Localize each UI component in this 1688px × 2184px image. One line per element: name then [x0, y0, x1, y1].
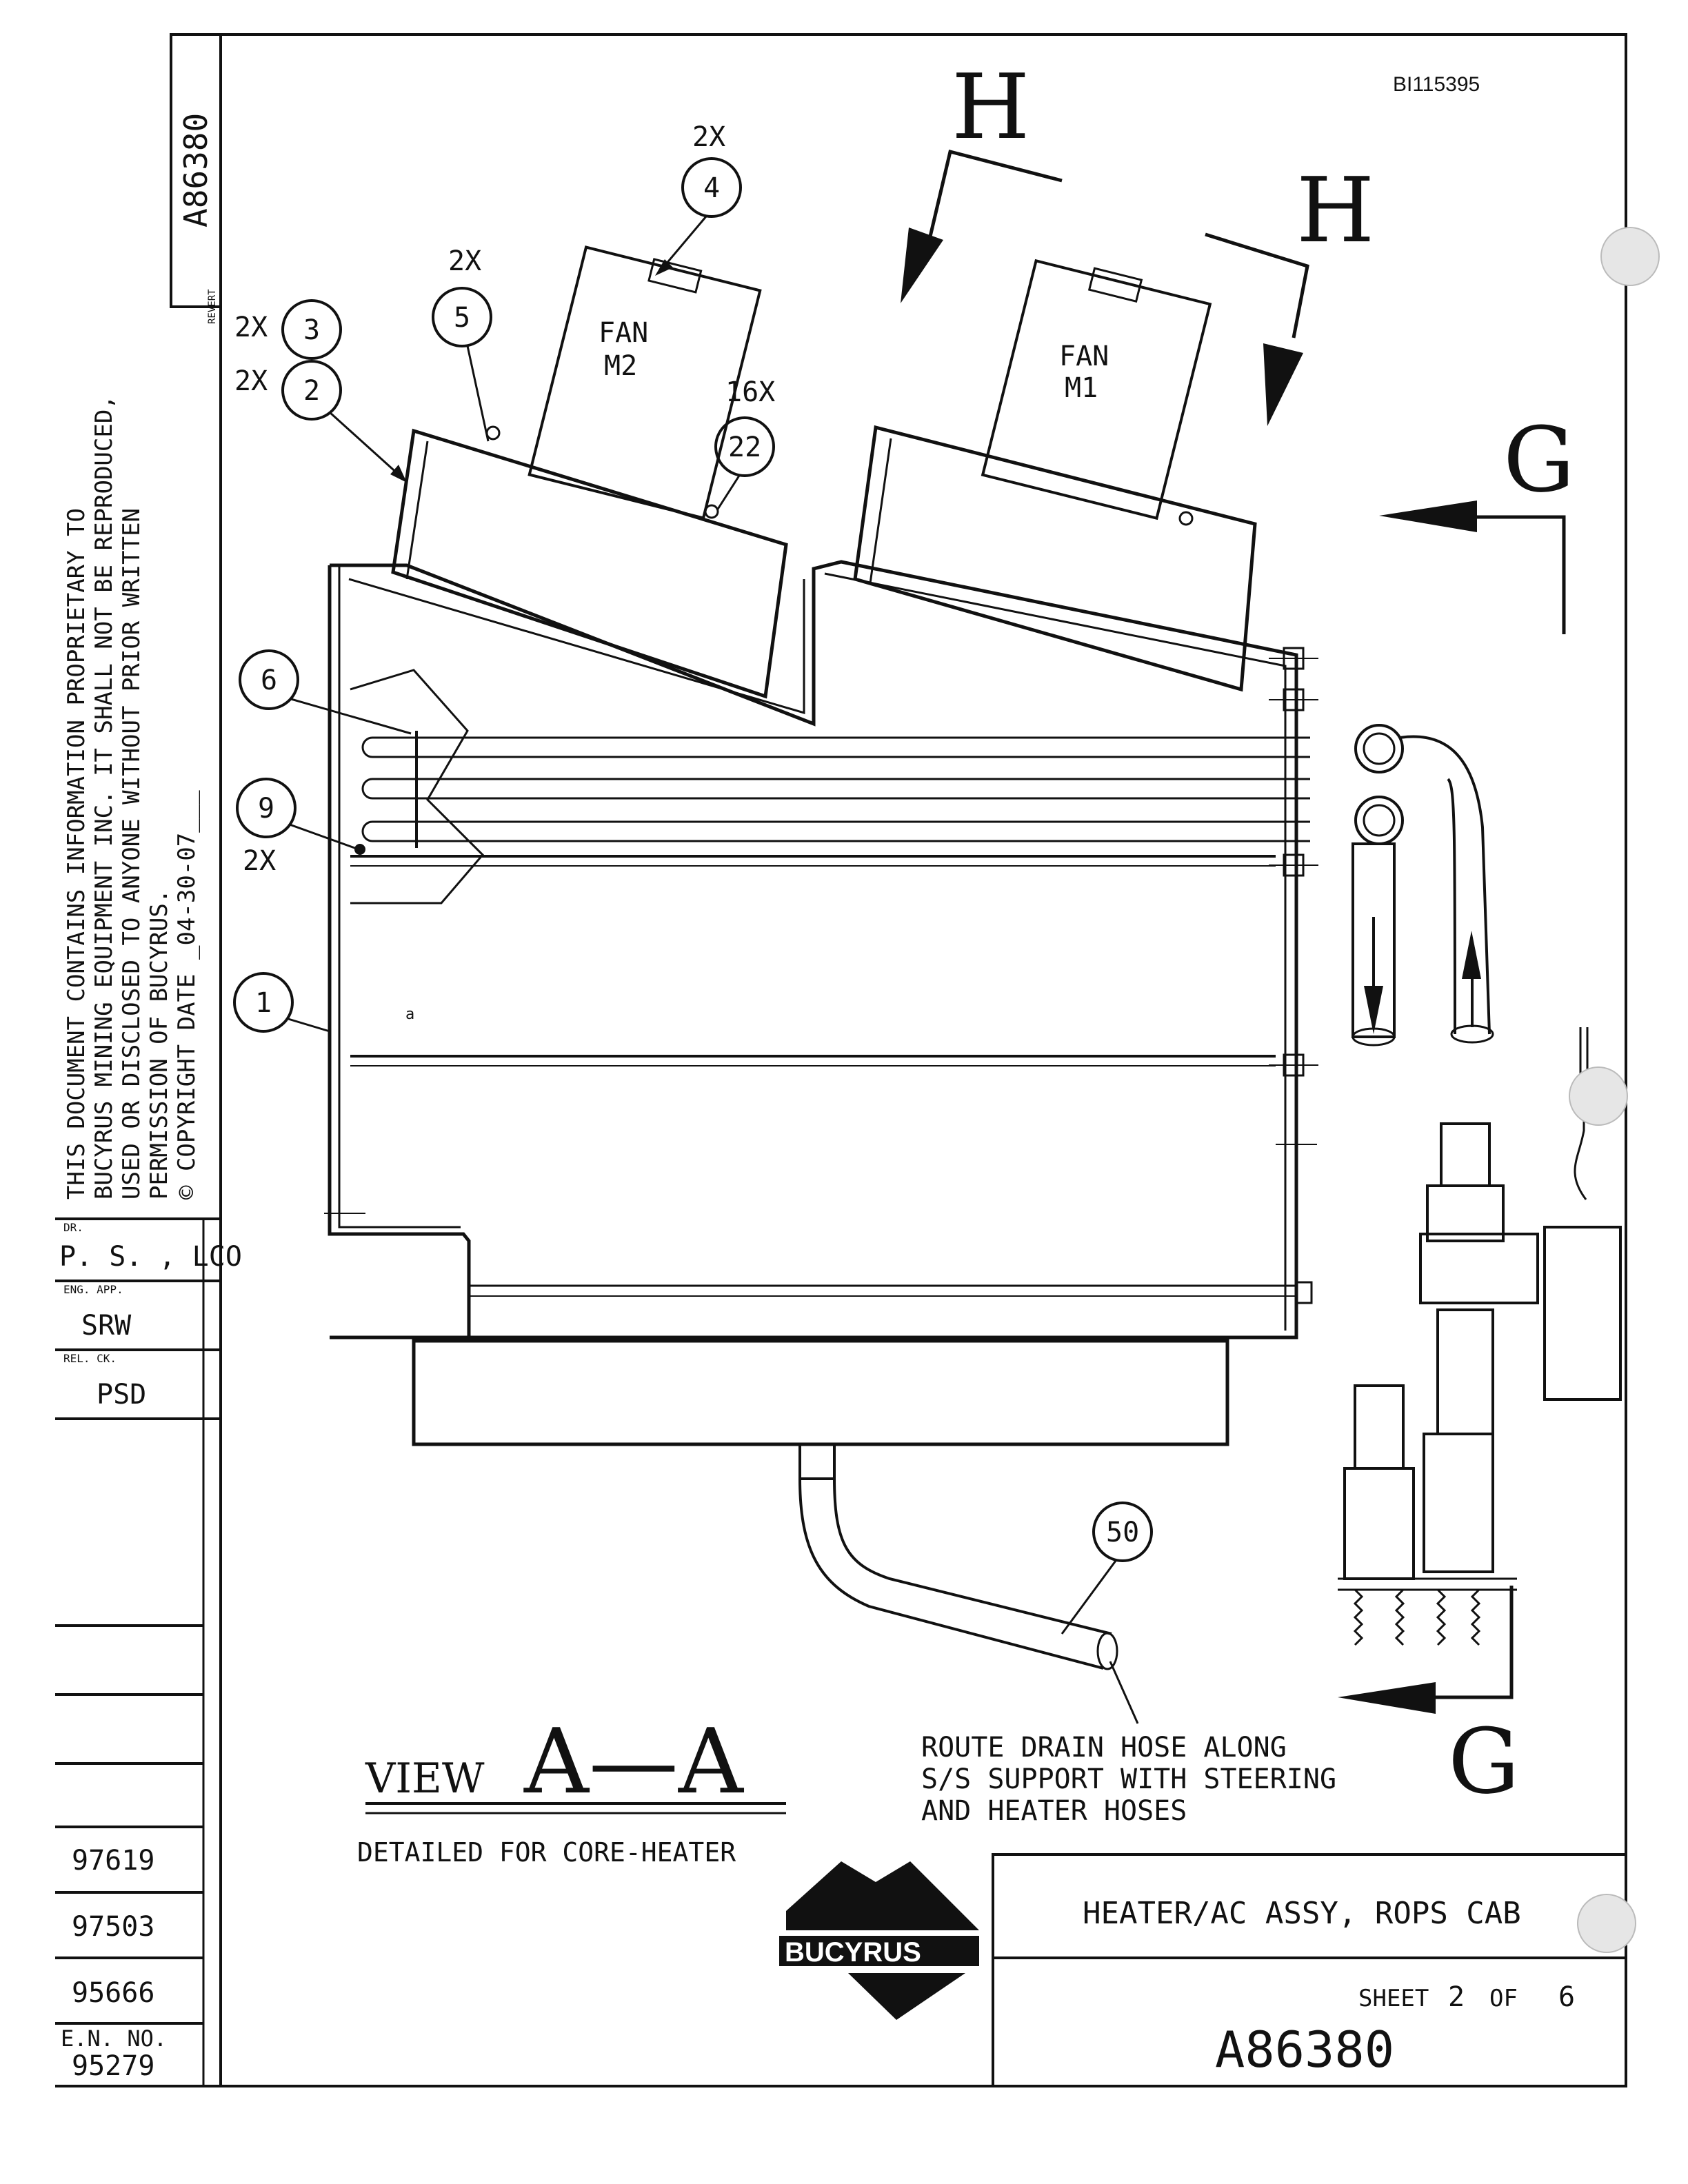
svg-text:2X: 2X: [243, 845, 276, 877]
rel-ck-label: REL. CK.: [63, 1352, 117, 1365]
svg-text:BUCYRUS MINING EQUIPMENT INC.: BUCYRUS MINING EQUIPMENT INC. IT SHALL N…: [90, 395, 118, 1200]
svg-text:S/S SUPPORT WITH STEERING: S/S SUPPORT WITH STEERING: [921, 1763, 1336, 1795]
dr-label: DR.: [63, 1221, 83, 1234]
svg-text:5: 5: [454, 302, 470, 334]
title-text: HEATER/AC ASSY, ROPS CAB: [1083, 1896, 1521, 1931]
section-markers: H H G G: [901, 54, 1575, 1814]
title-drawing-number: A86380: [1215, 2021, 1394, 2079]
svg-text:2: 2: [303, 375, 320, 407]
sheet-of: OF: [1489, 1985, 1518, 2012]
svg-text:A—A: A—A: [523, 1709, 745, 1814]
svg-text:2X: 2X: [234, 312, 268, 343]
svg-text:PERMISSION OF BUCYRUS.: PERMISSION OF BUCYRUS.: [145, 889, 173, 1200]
fan-housing-left: [391, 245, 788, 699]
binder-hole-top: [1600, 227, 1660, 286]
svg-text:6: 6: [261, 665, 277, 696]
binder-hole-middle: [1569, 1066, 1628, 1126]
rel-ck-value: PSD: [97, 1379, 146, 1410]
svg-text:2X: 2X: [448, 245, 481, 277]
en-label: E.N. NO.: [61, 2025, 167, 2052]
svg-text:a: a: [405, 1006, 414, 1023]
svg-text:THIS DOCUMENT CONTAINS INFORMA: THIS DOCUMENT CONTAINS INFORMATION PROPR…: [63, 508, 90, 1200]
svg-text:© COPYRIGHT DATE _04-30-07___: © COPYRIGHT DATE _04-30-07___: [173, 790, 201, 1200]
view-label: VIEW A—A DETAILED FOR CORE-HEATER: [357, 1709, 786, 1868]
sheet-label: SHEET: [1358, 1985, 1429, 2012]
view-subtitle: DETAILED FOR CORE-HEATER: [357, 1837, 736, 1868]
title-block: HEATER/AC ASSY, ROPS CAB SHEET 2 OF 6 A8…: [992, 1853, 1627, 2087]
svg-text:VIEW: VIEW: [365, 1755, 485, 1803]
dr-value: P. S. , LCO: [59, 1241, 242, 1273]
drain-hose: [798, 1443, 1118, 1670]
drawing-number-vertical: A86380: [177, 113, 214, 228]
svg-text:AND HEATER HOSES: AND HEATER HOSES: [921, 1795, 1187, 1827]
svg-text:USED OR DISCLOSED TO ANYONE WI: USED OR DISCLOSED TO ANYONE WITHOUT PRIO…: [118, 508, 145, 1200]
svg-text:97619: 97619: [72, 1845, 154, 1877]
bucyrus-logo: BUCYRUS: [779, 1861, 979, 2020]
binder-hole-bottom: [1577, 1894, 1636, 1953]
svg-text:95666: 95666: [72, 1977, 154, 2009]
svg-text:2X: 2X: [234, 365, 268, 397]
fan-m1-line1: FAN: [1059, 341, 1109, 372]
valve-assembly: [1338, 1027, 1622, 1646]
callouts: 2X 4 2X 5 2X 3 2X 2 16X 22 6 9 2X: [233, 121, 1153, 1724]
fan-m2-line1: FAN: [599, 317, 648, 349]
svg-text:16X: 16X: [725, 376, 775, 408]
proprietary-notice: THIS DOCUMENT CONTAINS INFORMATION PROPR…: [63, 395, 201, 1200]
eng-app-value: SRW: [81, 1310, 132, 1342]
drain-note: ROUTE DRAIN HOSE ALONG S/S SUPPORT WITH …: [921, 1732, 1336, 1827]
revert-label: REVERT: [207, 289, 218, 324]
svg-text:22: 22: [728, 432, 761, 463]
section-g-bottom: G: [1448, 1709, 1520, 1814]
svg-text:50: 50: [1106, 1517, 1139, 1548]
svg-text:3: 3: [303, 314, 320, 346]
section-h-right: H: [1296, 158, 1374, 263]
svg-text:9: 9: [258, 793, 274, 825]
fan-m2-line2: M2: [604, 350, 637, 382]
sheet-total: 6: [1558, 1981, 1575, 2013]
sheet-frame: [55, 33, 1627, 2087]
revision-list: 97619 97503 95666 E.N. NO. 95279: [61, 1845, 167, 2082]
heater-housing: a: [324, 560, 1318, 1446]
section-h-left: H: [952, 54, 1029, 159]
doc-id: BI115395: [1393, 73, 1480, 96]
signoff-block: DR. P. S. , LCO ENG. APP. SRW REL. CK. P…: [59, 1221, 242, 1410]
svg-text:ROUTE DRAIN HOSE ALONG: ROUTE DRAIN HOSE ALONG: [921, 1732, 1287, 1763]
sheet-num: 2: [1448, 1981, 1465, 2013]
fan-m1-line2: M1: [1065, 372, 1098, 404]
section-g-top: G: [1503, 407, 1575, 512]
eng-app-label: ENG. APP.: [63, 1283, 123, 1296]
fan-housing-right: [853, 259, 1257, 692]
svg-text:4: 4: [703, 172, 720, 204]
svg-text:2X: 2X: [692, 121, 725, 153]
heater-hose-fittings: [1352, 724, 1494, 1046]
svg-text:97503: 97503: [72, 1911, 154, 1943]
svg-text:BUCYRUS: BUCYRUS: [785, 1937, 921, 1968]
svg-text:1: 1: [255, 987, 272, 1019]
en-value: 95279: [72, 2050, 154, 2082]
